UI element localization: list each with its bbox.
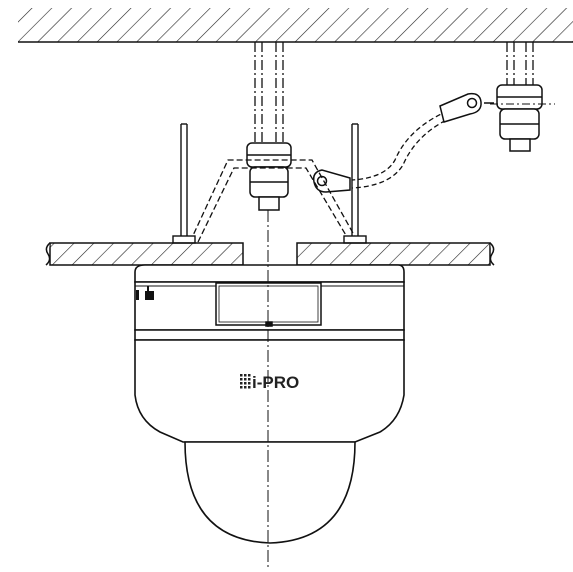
mounting-bracket-outline [189,159,359,243]
safety-wire [351,107,461,189]
conduit-pipe-right [506,42,534,85]
ceiling-board-right [296,242,495,266]
camera-side-marks [136,286,154,300]
brand-logo: i-PRO [240,373,299,392]
wire-eye-terminal-left [312,169,351,193]
ceiling-board-left [45,242,244,266]
anchor-bolt-right [343,123,367,244]
brand-logo-text: i-PRO [252,373,299,392]
conduit-connector-center [246,142,292,211]
brand-logo-dots [240,374,251,389]
anchor-bolt-left [172,123,196,244]
wire-eye-terminal-right [439,92,494,123]
ceiling-slab [18,8,573,43]
conduit-pipe-left [254,42,284,145]
conduit-connector-right [496,84,543,152]
